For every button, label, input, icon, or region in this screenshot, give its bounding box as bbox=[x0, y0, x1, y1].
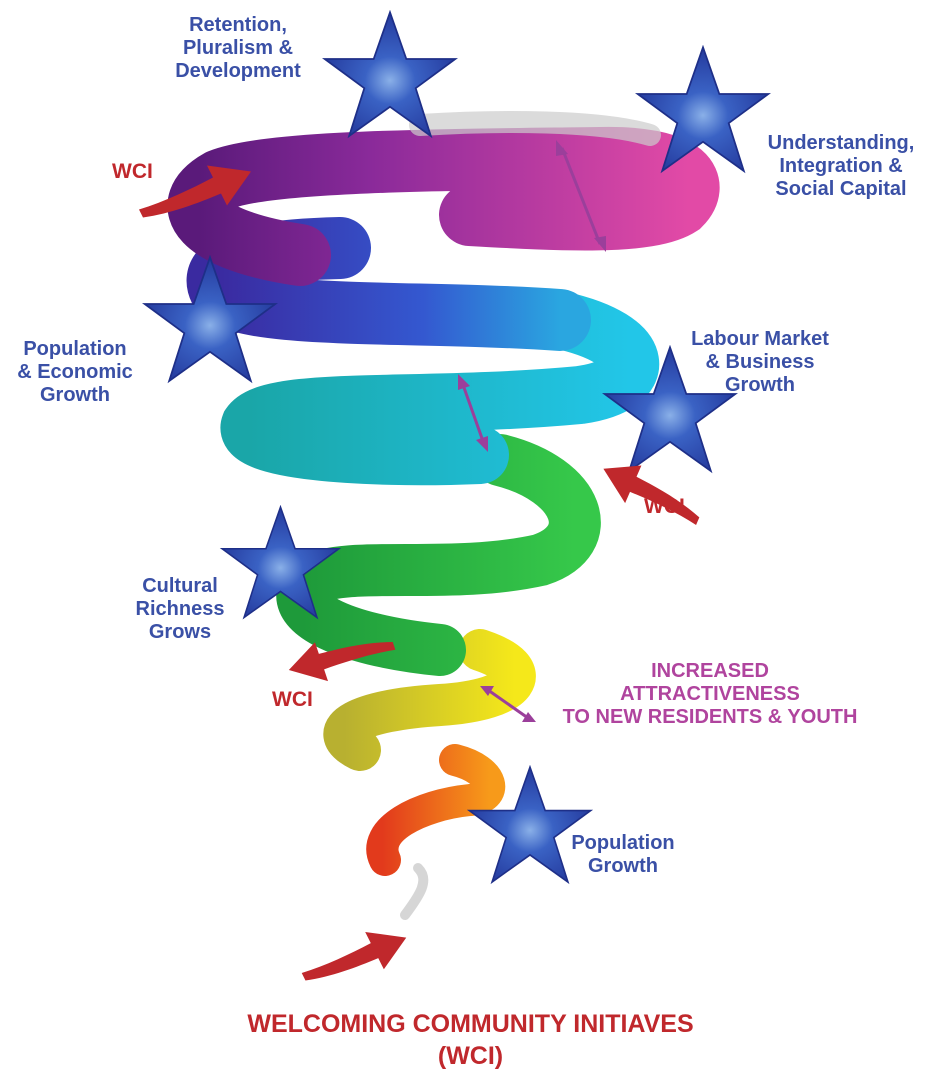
wci-label-top-left: WCI bbox=[112, 160, 153, 183]
spiral-top-shadow bbox=[409, 111, 661, 146]
spiral-tail bbox=[400, 863, 429, 920]
diagram-title-line1: WELCOMING COMMUNITY INITIAVES bbox=[247, 1010, 694, 1038]
label-population-economic: Population & Economic Growth bbox=[17, 338, 133, 406]
spiral-band-yellow bbox=[323, 629, 536, 771]
diagram-title-line2: (WCI) bbox=[437, 1042, 504, 1070]
label-understanding: Understanding, Integration & Social Capi… bbox=[767, 132, 915, 200]
double-arrow-low bbox=[480, 686, 536, 722]
wci-label-right-mid: WCI bbox=[644, 495, 685, 518]
wci-label-left-low: WCI bbox=[272, 688, 313, 711]
label-population-growth: Population Growth bbox=[571, 832, 675, 877]
spiral-band-orange bbox=[366, 744, 506, 876]
label-attractiveness: INCREASED ATTRACTIVENESS TO NEW RESIDENT… bbox=[562, 660, 858, 728]
spiral-band-purple-pink bbox=[167, 126, 720, 286]
label-retention: Retention, Pluralism & Development bbox=[175, 14, 301, 82]
wci-arrow-icon-bottom bbox=[301, 931, 407, 981]
label-cultural: Cultural Richness Grows bbox=[135, 575, 225, 643]
label-labour-market: Labour Market & Business Growth bbox=[691, 328, 829, 396]
double-arrow-top bbox=[556, 140, 606, 252]
double-arrow-mid bbox=[458, 374, 488, 452]
spiral-band-cyan bbox=[220, 291, 659, 486]
double-arrows bbox=[458, 140, 606, 722]
spiral-body bbox=[167, 111, 720, 920]
spiral-band-green bbox=[276, 434, 601, 676]
